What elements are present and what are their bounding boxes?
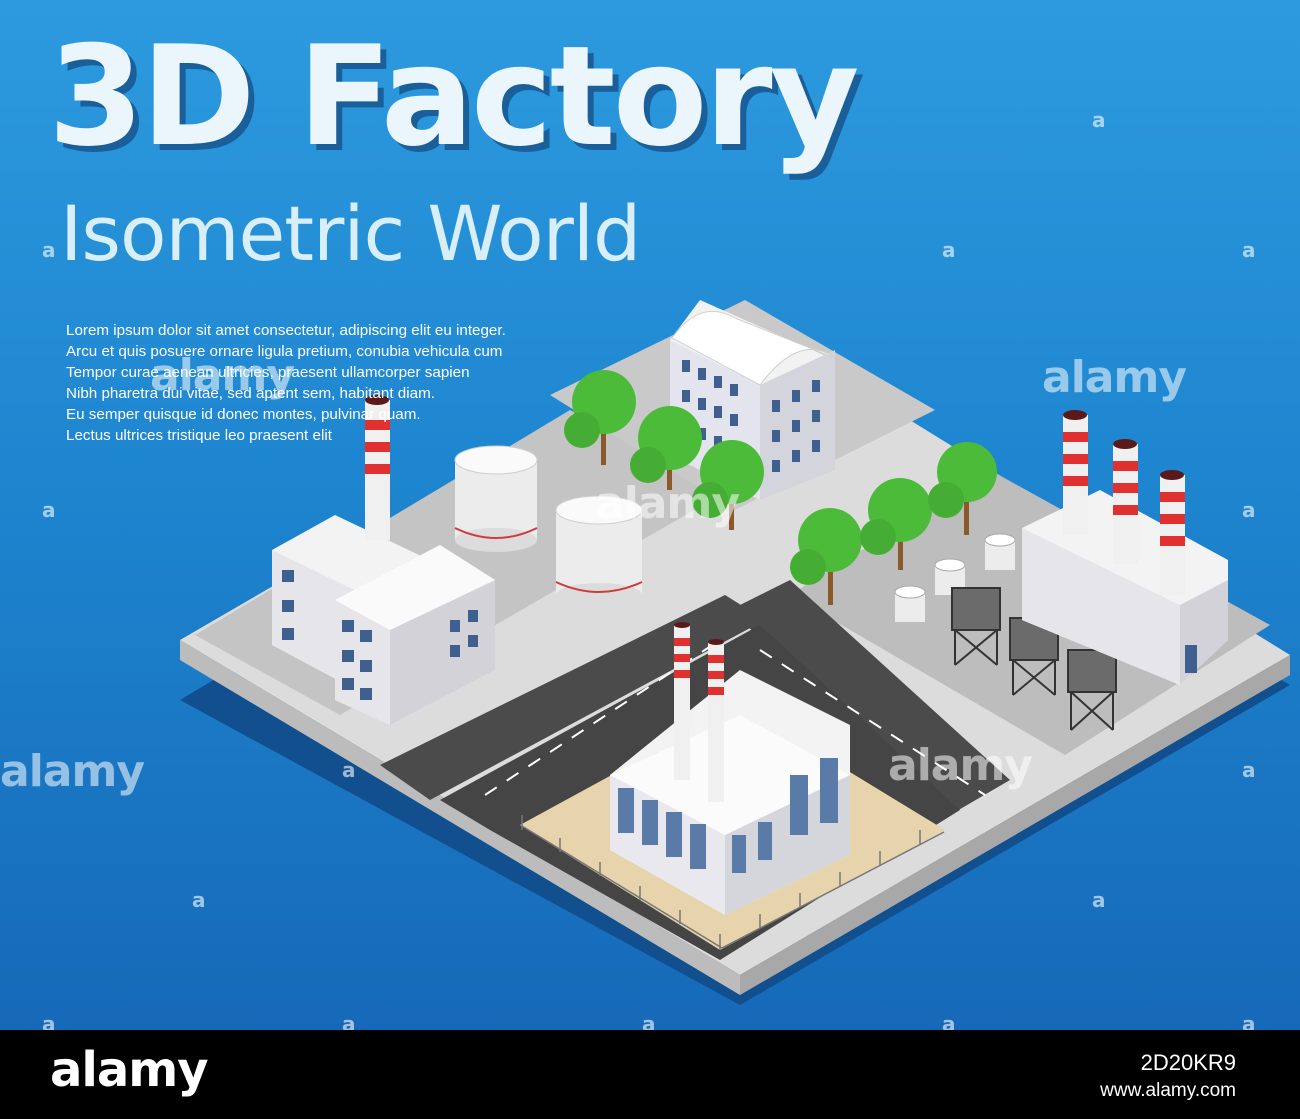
watermark: alamy xyxy=(0,746,145,797)
body-line: Tempor curae aenean ultricies, praesent … xyxy=(66,364,470,381)
site-url: www.alamy.com xyxy=(1100,1079,1236,1101)
road-left xyxy=(380,595,765,800)
body-line: Lectus ultrices tristique leo praesent e… xyxy=(66,427,332,444)
watermark-mark: a xyxy=(942,1012,956,1030)
watermark-mark: a xyxy=(1092,108,1106,132)
chimney-icon xyxy=(1063,410,1185,595)
ground-side-right xyxy=(740,655,1290,995)
body-text: Lorem ipsum dolor sit amet consectetur, … xyxy=(66,320,626,446)
watermark-mark: a xyxy=(192,888,206,912)
body-line: Eu semper quisque id donec montes, pulvi… xyxy=(66,406,421,423)
watermark-mark: a xyxy=(1242,238,1256,262)
watermark: alamy xyxy=(150,350,295,401)
image-info: 2D20KR9 www.alamy.com xyxy=(1100,1048,1236,1103)
road-right xyxy=(730,580,1010,815)
watermark-mark: a xyxy=(342,1012,356,1030)
fence-icon xyxy=(521,815,945,950)
watermark-mark: a xyxy=(342,758,356,782)
body-line: Arcu et quis posuere ornare ligula preti… xyxy=(66,343,503,360)
watermark: alamy xyxy=(595,478,740,529)
watermark-mark: a xyxy=(642,1012,656,1030)
factory-left xyxy=(272,395,495,725)
body-line: Nibh pharetra dui vitae, sed aptent sem,… xyxy=(66,385,435,402)
watermark-mark: a xyxy=(42,498,56,522)
body-line: Lorem ipsum dolor sit amet consectetur, … xyxy=(66,322,506,339)
footer-bar: alamy 2D20KR9 www.alamy.com xyxy=(0,1030,1300,1119)
water-tower-icon xyxy=(951,587,1117,731)
factory-poster: 3D Factory Isometric World Lorem ipsum d… xyxy=(0,0,1300,1030)
watermark-mark: a xyxy=(1242,1012,1256,1030)
image-id: 2D20KR9 xyxy=(1140,1050,1236,1075)
tree-icon xyxy=(564,370,997,605)
factory-right xyxy=(1022,410,1228,685)
watermark-mark: a xyxy=(942,238,956,262)
alamy-logo: alamy xyxy=(50,1042,209,1098)
watermark-mark: a xyxy=(1242,498,1256,522)
poster-subtitle: Isometric World xyxy=(60,189,641,278)
chimney-icon xyxy=(674,622,724,802)
watermark-mark: a xyxy=(1242,758,1256,782)
watermark-mark: a xyxy=(42,1012,56,1030)
poster-title: 3D Factory xyxy=(48,16,860,177)
watermark: alamy xyxy=(888,740,1033,791)
watermark-mark: a xyxy=(42,238,56,262)
ground-side-left xyxy=(180,640,740,995)
tank-icon xyxy=(454,445,1016,622)
factory-front xyxy=(610,622,850,915)
chimney-icon xyxy=(365,395,390,540)
isometric-factory-scene xyxy=(180,300,1290,1005)
watermark: alamy xyxy=(1042,352,1187,403)
watermark-mark: a xyxy=(1092,888,1106,912)
